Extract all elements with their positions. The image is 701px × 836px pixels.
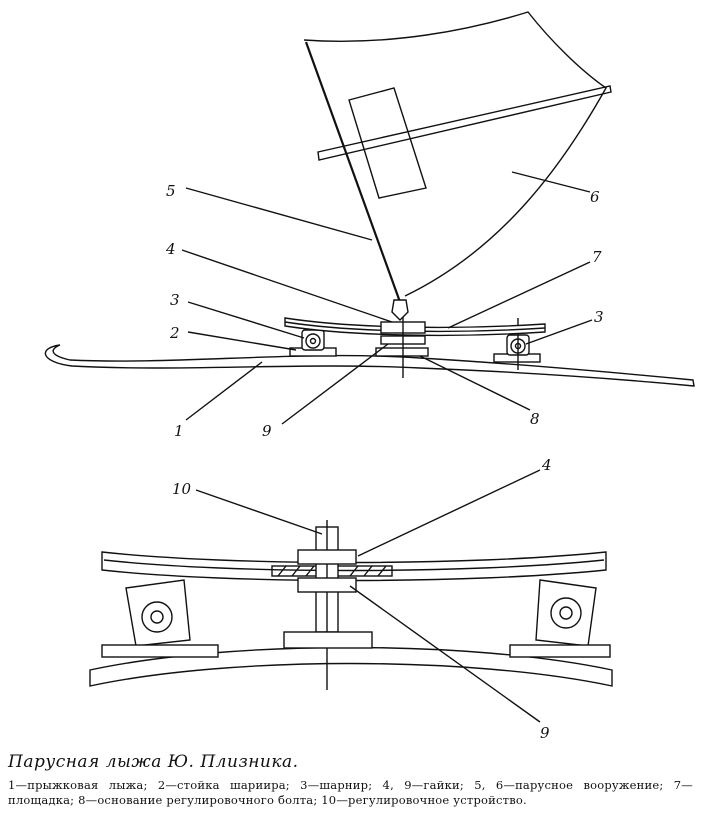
mast <box>304 41 402 303</box>
nut-9-section <box>297 577 357 593</box>
ski-section <box>89 646 613 687</box>
label-10: 10 <box>172 480 192 498</box>
label-2: 2 <box>169 324 180 342</box>
hinge-block-left-section <box>125 579 191 647</box>
bolt-base-8 <box>375 347 429 357</box>
hinge-block-right-section <box>535 579 597 647</box>
label-4: 4 <box>165 240 176 258</box>
sail-window <box>348 87 427 199</box>
bottom-leaders <box>195 469 541 723</box>
sail <box>303 11 607 297</box>
label-6: 6 <box>590 188 600 206</box>
label-9-bottom: 9 <box>540 724 550 740</box>
caption-text: 1—прыжковая лыжа; 2—стойка шариира; 3—ша… <box>8 778 693 807</box>
label-4-bottom: 4 <box>541 456 552 474</box>
label-9: 9 <box>262 422 272 440</box>
label-8: 8 <box>530 410 540 428</box>
bolt-base-section <box>283 631 373 649</box>
top-leaders <box>181 171 593 425</box>
sail-ski-diagram: 1 2 3 3 4 5 6 7 8 9 <box>44 11 695 740</box>
label-3-right: 3 <box>594 308 604 326</box>
hinge-block-left <box>301 329 325 351</box>
label-3-left: 3 <box>170 291 180 309</box>
boom <box>317 85 612 161</box>
bottom-assembly <box>89 520 613 690</box>
hinge-left <box>305 333 321 349</box>
jumping-ski <box>44 344 695 387</box>
top-assembly <box>44 11 695 387</box>
caption-title: Парусная лыжа Ю. Плизника. <box>8 752 299 772</box>
label-5: 5 <box>166 182 176 200</box>
label-7: 7 <box>592 248 602 266</box>
hinge-left-pin <box>309 337 317 345</box>
figure-caption: Парусная лыжа Ю. Плизника. 1—прыжковая л… <box>8 752 693 808</box>
label-1: 1 <box>174 422 184 440</box>
nut-4-section <box>297 549 357 565</box>
